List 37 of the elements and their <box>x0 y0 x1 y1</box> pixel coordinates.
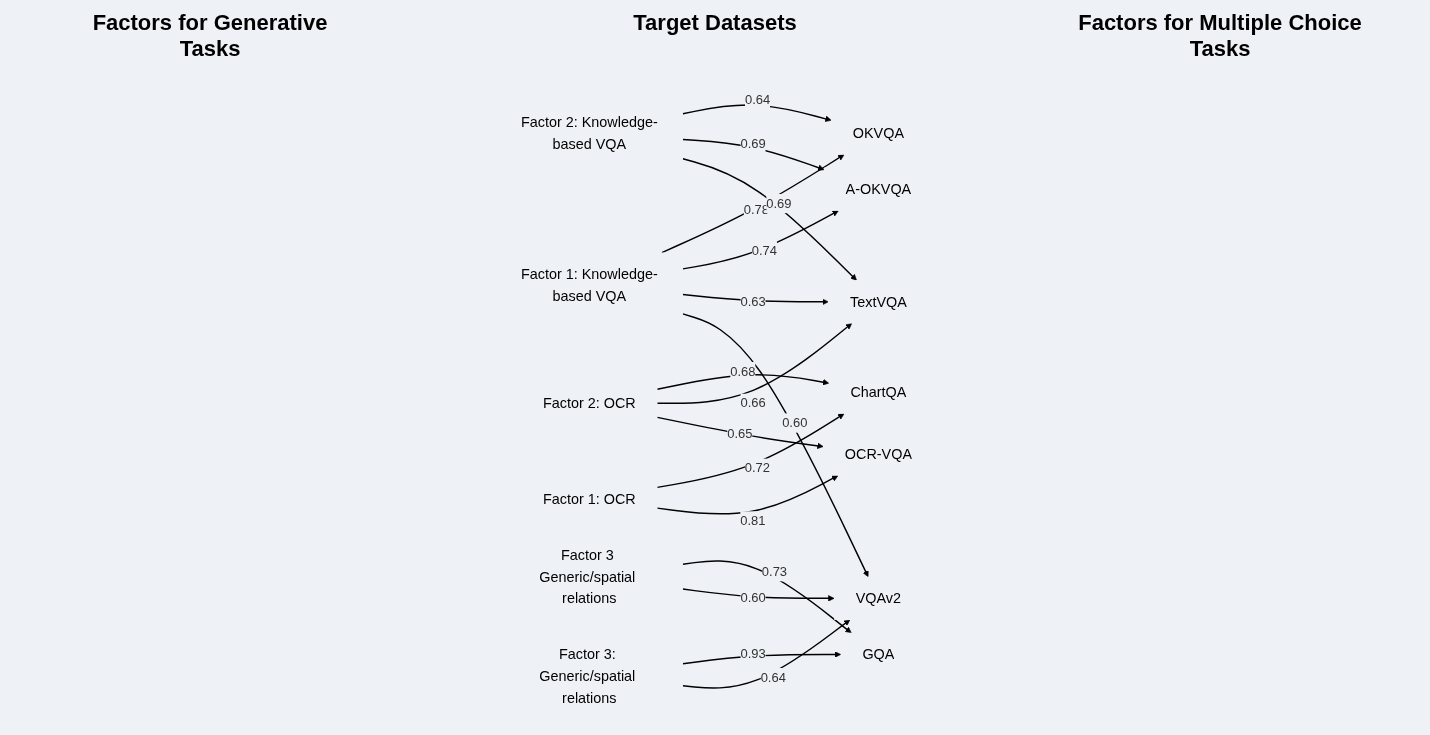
node-text: OKVQA <box>853 125 905 141</box>
node-text: A-OKVQA <box>845 181 912 198</box>
edge-label: 0.60 <box>782 415 808 430</box>
node-text: GQA <box>862 646 895 663</box>
edge-label: 0.66 <box>740 395 766 411</box>
column-heading: Target Datasets <box>632 10 798 37</box>
edge-label: 0.68 <box>730 364 756 379</box>
edge-label: 0.64 <box>745 92 771 108</box>
edge-label: 0.69 <box>740 136 766 152</box>
edge-label: 0.74 <box>752 243 778 258</box>
node-text: Factor 2: Knowledge-based VQA <box>521 114 659 152</box>
node-text: Factor 1: Knowledge-based VQA <box>521 266 659 304</box>
arrow <box>682 313 869 578</box>
node-text: Factor 1: OCR <box>543 491 637 507</box>
edge-label: 0.63 <box>740 294 766 309</box>
node-text: OCR-VQA <box>845 446 913 462</box>
edge-label: 0.64 <box>760 670 787 685</box>
node-text: VQAv2 <box>856 590 902 607</box>
arrow <box>656 416 824 449</box>
edge-label: 0.65 <box>727 426 753 442</box>
node-text: Factor 3: Generic/spatial relations <box>539 646 636 706</box>
edge-label: 0.81 <box>740 513 766 528</box>
node-text: Factor 2: OCR <box>543 395 637 412</box>
edge-label: 0.60 <box>740 590 766 606</box>
node-text: Factor 3 Generic/spatial relations <box>539 547 636 607</box>
arrow <box>682 158 858 281</box>
arrow <box>656 475 839 515</box>
arrow <box>656 413 845 489</box>
edge-label: 0.93 <box>740 646 766 662</box>
node-text: ChartQA <box>850 384 907 401</box>
node-text: TextVQA <box>850 293 908 310</box>
arrow <box>682 210 839 270</box>
arrow <box>661 154 845 254</box>
column-heading: Factors for Generative Tasks <box>91 10 329 63</box>
column-heading: Factors for Multiple Choice Tasks <box>1077 10 1363 63</box>
edge-label: 0.72 <box>745 460 771 476</box>
edge-label: 0.73 <box>762 564 788 579</box>
